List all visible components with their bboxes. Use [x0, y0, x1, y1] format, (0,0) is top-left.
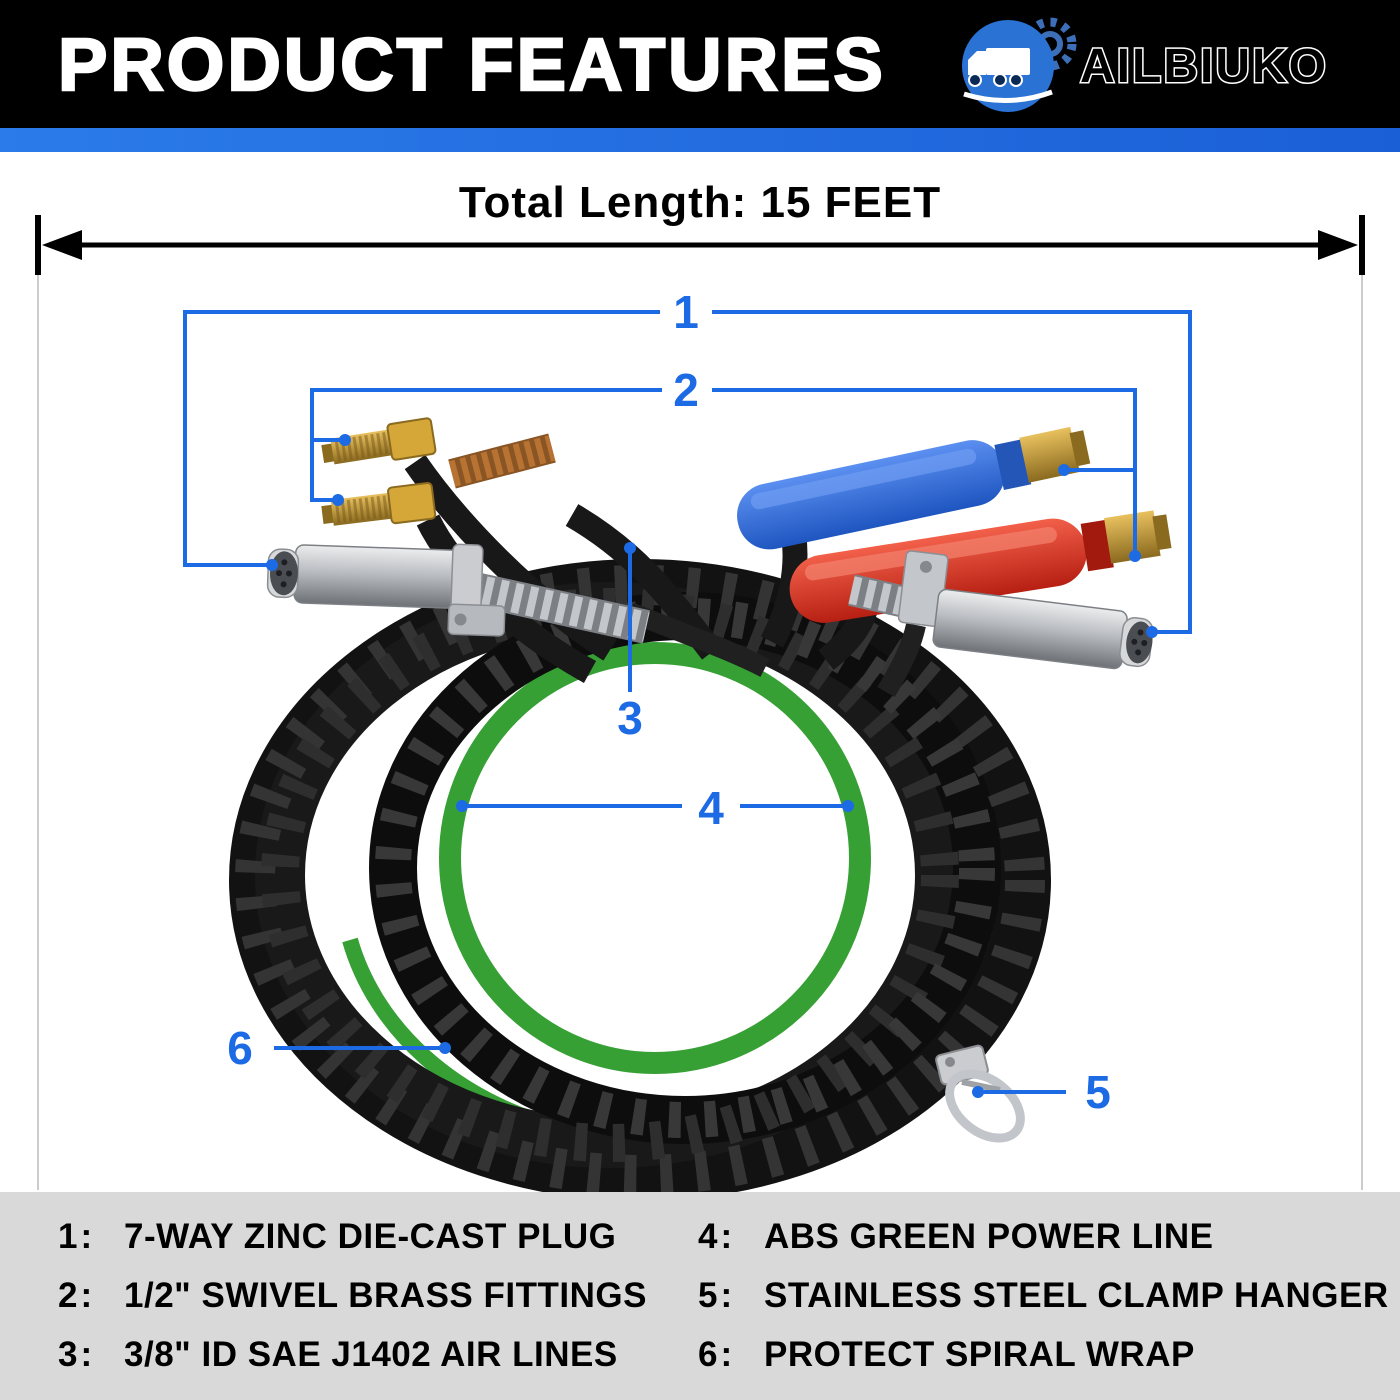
feature-number: 5:: [698, 1275, 736, 1315]
coiled-hose-assembly: [229, 417, 1172, 1201]
callout-lines: [183, 310, 1192, 1098]
page-title: PRODUCT FEATURES: [57, 21, 886, 107]
features-list: 1: 7-WAY ZINC DIE-CAST PLUG 2: 1/2" SWIV…: [0, 1192, 1400, 1400]
callout-number-6: 6: [227, 1022, 253, 1074]
truck-logo-icon: [962, 20, 1054, 112]
callout-line-4: [456, 800, 854, 812]
length-arrow: [35, 215, 1365, 275]
feature-text: STAINLESS STEEL CLAMP HANGER: [764, 1275, 1389, 1315]
header-banner: PRODUCT FEATURES AILBIUKO: [0, 0, 1400, 128]
feature-item-1: 1: 7-WAY ZINC DIE-CAST PLUG: [58, 1208, 698, 1267]
blue-stripe: [0, 128, 1400, 152]
spiral-wrap-coil: [229, 559, 1051, 1201]
callout-number-1: 1: [673, 286, 699, 338]
feature-number: 3:: [58, 1334, 96, 1374]
clamp-hanger-carabiner: [935, 1044, 1025, 1143]
feature-text: ABS GREEN POWER LINE: [764, 1217, 1214, 1257]
feature-number: 2:: [58, 1275, 96, 1315]
total-length-label: Total Length: 15 FEET: [458, 178, 942, 227]
callout-line-2: [310, 388, 1141, 562]
brand-name: AILBIUKO: [1080, 40, 1328, 93]
callout-line-1: [183, 310, 1192, 638]
feature-number: 6:: [698, 1334, 736, 1374]
feature-item-6: 6: PROTECT SPIRAL WRAP: [698, 1325, 1400, 1384]
feature-number: 4:: [698, 1217, 736, 1257]
feature-text: 1/2" SWIVEL BRASS FITTINGS: [124, 1275, 647, 1315]
feature-number: 1:: [58, 1217, 96, 1257]
callout-line-6: [274, 1042, 451, 1054]
zinc-plug-right: [848, 550, 1154, 670]
callout-number-5: 5: [1085, 1066, 1111, 1118]
feature-item-2: 2: 1/2" SWIVEL BRASS FITTINGS: [58, 1267, 698, 1326]
callout-line-3: [624, 542, 636, 692]
copper-spring-guard: [448, 433, 556, 489]
feature-text: 7-WAY ZINC DIE-CAST PLUG: [124, 1217, 617, 1257]
frame-borders: [37, 275, 1363, 1190]
brass-fitting-bottom: [321, 482, 437, 526]
callout-line-5: [972, 1086, 1066, 1098]
feature-text: PROTECT SPIRAL WRAP: [764, 1334, 1195, 1374]
zinc-plug-left: [266, 543, 651, 644]
callout-number-2: 2: [673, 364, 699, 416]
callout-number-4: 4: [698, 782, 724, 834]
callout-number-3: 3: [617, 692, 643, 744]
feature-text: 3/8" ID SAE J1402 AIR LINES: [124, 1334, 618, 1374]
feature-item-5: 5: STAINLESS STEEL CLAMP HANGER: [698, 1267, 1400, 1326]
diagram-area: [0, 152, 1400, 1192]
feature-item-3: 3: 3/8" ID SAE J1402 AIR LINES: [58, 1325, 698, 1384]
feature-item-4: 4: ABS GREEN POWER LINE: [698, 1208, 1400, 1267]
brand-logo: AILBIUKO: [962, 17, 1328, 112]
